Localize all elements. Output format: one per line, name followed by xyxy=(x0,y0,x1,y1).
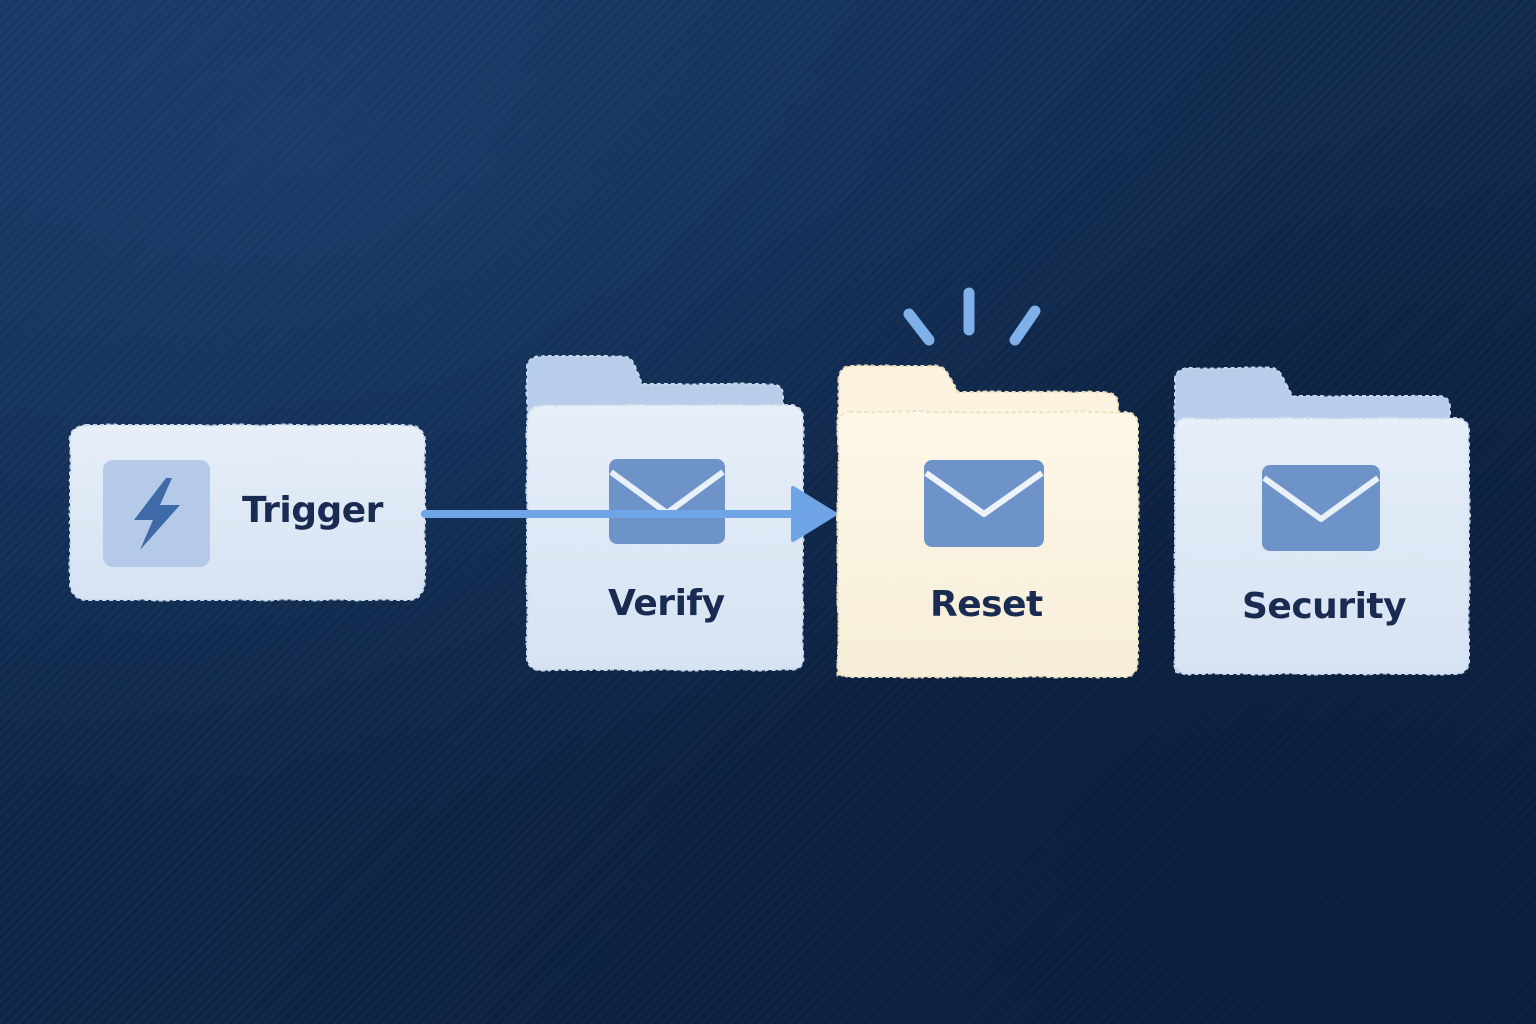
verify-folder-node xyxy=(526,355,804,671)
security-folder-node xyxy=(1174,367,1470,675)
trigger-node xyxy=(69,424,426,601)
security-label: Security xyxy=(1242,586,1407,627)
verify-label: Verify xyxy=(608,583,725,624)
reset-label: Reset xyxy=(930,584,1043,625)
highlight-burst-icon xyxy=(903,287,1041,346)
envelope-icon xyxy=(1262,465,1380,551)
lightning-icon xyxy=(103,460,210,567)
flow-arrow xyxy=(421,486,837,542)
envelope-icon xyxy=(609,459,725,544)
envelope-icon xyxy=(924,460,1044,547)
trigger-label: Trigger xyxy=(242,490,383,531)
reset-folder-node xyxy=(837,365,1139,678)
